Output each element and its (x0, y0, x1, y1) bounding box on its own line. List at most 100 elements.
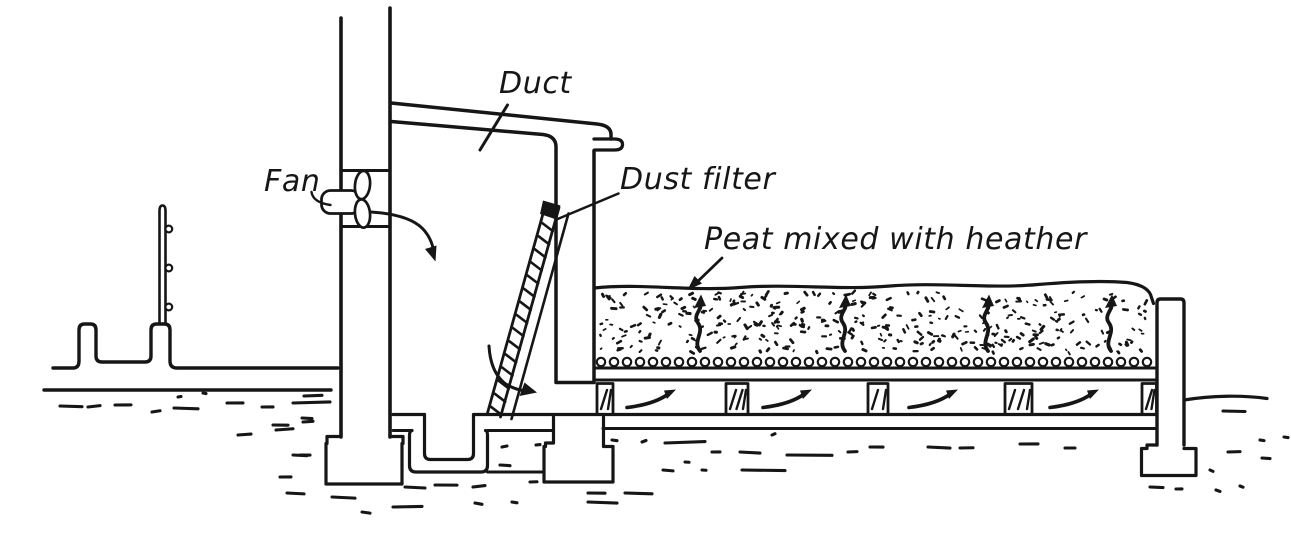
fan-blade-lower (353, 198, 372, 229)
peat-stipple (807, 326, 811, 330)
peat-stipple (1126, 338, 1132, 342)
peat-stipple (851, 299, 857, 303)
peat-stipple (860, 300, 864, 305)
peat-stipple (654, 307, 661, 311)
soil-dash (291, 400, 332, 405)
peat-stipple (680, 305, 687, 311)
peat-stipple (1130, 340, 1134, 344)
peat-label-arrowhead (687, 276, 702, 290)
pier-hatch (1025, 388, 1032, 411)
peat-stipple (815, 349, 819, 355)
peat-stipple (1011, 338, 1016, 343)
peat-stipple (615, 339, 623, 345)
peat-stipple (1011, 309, 1017, 314)
peat-stipple (811, 290, 816, 297)
peat-stipple (1102, 297, 1109, 302)
peat-stipple (851, 327, 855, 332)
peat-stipple (817, 292, 822, 297)
filter-hatch (529, 261, 544, 272)
peat-stipple (1034, 298, 1039, 303)
floor-bubble (1076, 356, 1088, 368)
filter-hatch (526, 274, 540, 285)
pier-hatch (1016, 388, 1026, 411)
peat-stipple (733, 335, 737, 339)
peat-stipple (883, 339, 887, 343)
peat-stipple (740, 290, 745, 296)
soil-dash (330, 495, 357, 500)
peat-stipple (1036, 347, 1042, 351)
peat-stipple (1015, 335, 1022, 340)
filter-hatch-group (489, 208, 558, 417)
peat-stipple (779, 310, 784, 315)
peat-stipple (656, 307, 662, 312)
peat-stipple (991, 350, 995, 355)
floor-bubble (829, 356, 841, 368)
peat-stipple (1034, 335, 1039, 340)
ground-profile-line (51, 322, 340, 370)
peat-stipple (1112, 295, 1117, 300)
filter-hatch (507, 339, 522, 351)
peat-updraft-arrow (839, 302, 848, 353)
peat-stipple (716, 314, 722, 320)
wall-footing (324, 434, 405, 486)
peat-stipple (801, 322, 805, 329)
floor-bubble (738, 356, 750, 368)
peat-stipple (800, 317, 804, 323)
soil-dash (1148, 485, 1165, 490)
peat-stipple (611, 336, 615, 340)
peat-stipple (860, 340, 864, 346)
peat-stipple (1056, 336, 1061, 340)
peat-stipple (1017, 296, 1022, 301)
peat-stipple (931, 339, 936, 344)
soil-dash (640, 438, 648, 444)
peat-stipple (736, 316, 742, 323)
floor-bubble (920, 356, 932, 368)
peat-updraft-arrow (694, 302, 703, 353)
peat-stipple (872, 292, 877, 297)
peat-stipple (1038, 329, 1044, 335)
floor-bubble (959, 356, 971, 368)
peat-stipple (619, 301, 624, 307)
biofilter-bed (592, 279, 1269, 478)
peat-stipple (1048, 296, 1053, 302)
peat-stipple (831, 292, 836, 296)
peat-stipple (794, 316, 798, 320)
peat-stipple (743, 323, 749, 331)
peat-stipple (982, 327, 987, 332)
peat-stipple (825, 347, 833, 351)
peat-stipple (753, 322, 759, 327)
soil-dash (770, 432, 777, 437)
peat-stipple (673, 301, 678, 306)
soil-dash (172, 406, 200, 411)
peat-updraft-arrow (982, 302, 991, 353)
pier-hatch (599, 388, 609, 411)
peat-stipple (800, 306, 806, 312)
fan-outflow-arrowhead (425, 245, 437, 262)
peat-stipple (945, 306, 950, 311)
peat-stipple (1028, 342, 1035, 347)
soil-dash (1260, 456, 1272, 461)
peat-stipple (944, 315, 949, 320)
floor-bubble (1141, 356, 1153, 368)
filter-hatch (522, 287, 536, 299)
soil-dash (86, 404, 102, 409)
soil-dash (471, 483, 487, 489)
peat-stipple (1038, 341, 1045, 345)
floor-bubble (647, 356, 659, 368)
peat-stipple (1118, 342, 1123, 347)
peat-stipple (1116, 350, 1121, 355)
pier-hatch (735, 388, 744, 411)
filter-flow-arrowhead (519, 382, 537, 396)
peat-stipple (850, 334, 855, 340)
duct-assembly (389, 101, 625, 385)
floor-bubble (1089, 356, 1101, 368)
pier-hatch (870, 388, 880, 411)
peat-stipple (782, 346, 789, 351)
peat-stipple (643, 291, 649, 296)
peat-stipple (638, 339, 643, 343)
peat-stipple (1137, 305, 1141, 310)
peat-stipple (599, 322, 604, 326)
floor-bubble (1102, 356, 1114, 368)
filter-hatch (496, 379, 511, 390)
soil-dash (586, 500, 619, 505)
